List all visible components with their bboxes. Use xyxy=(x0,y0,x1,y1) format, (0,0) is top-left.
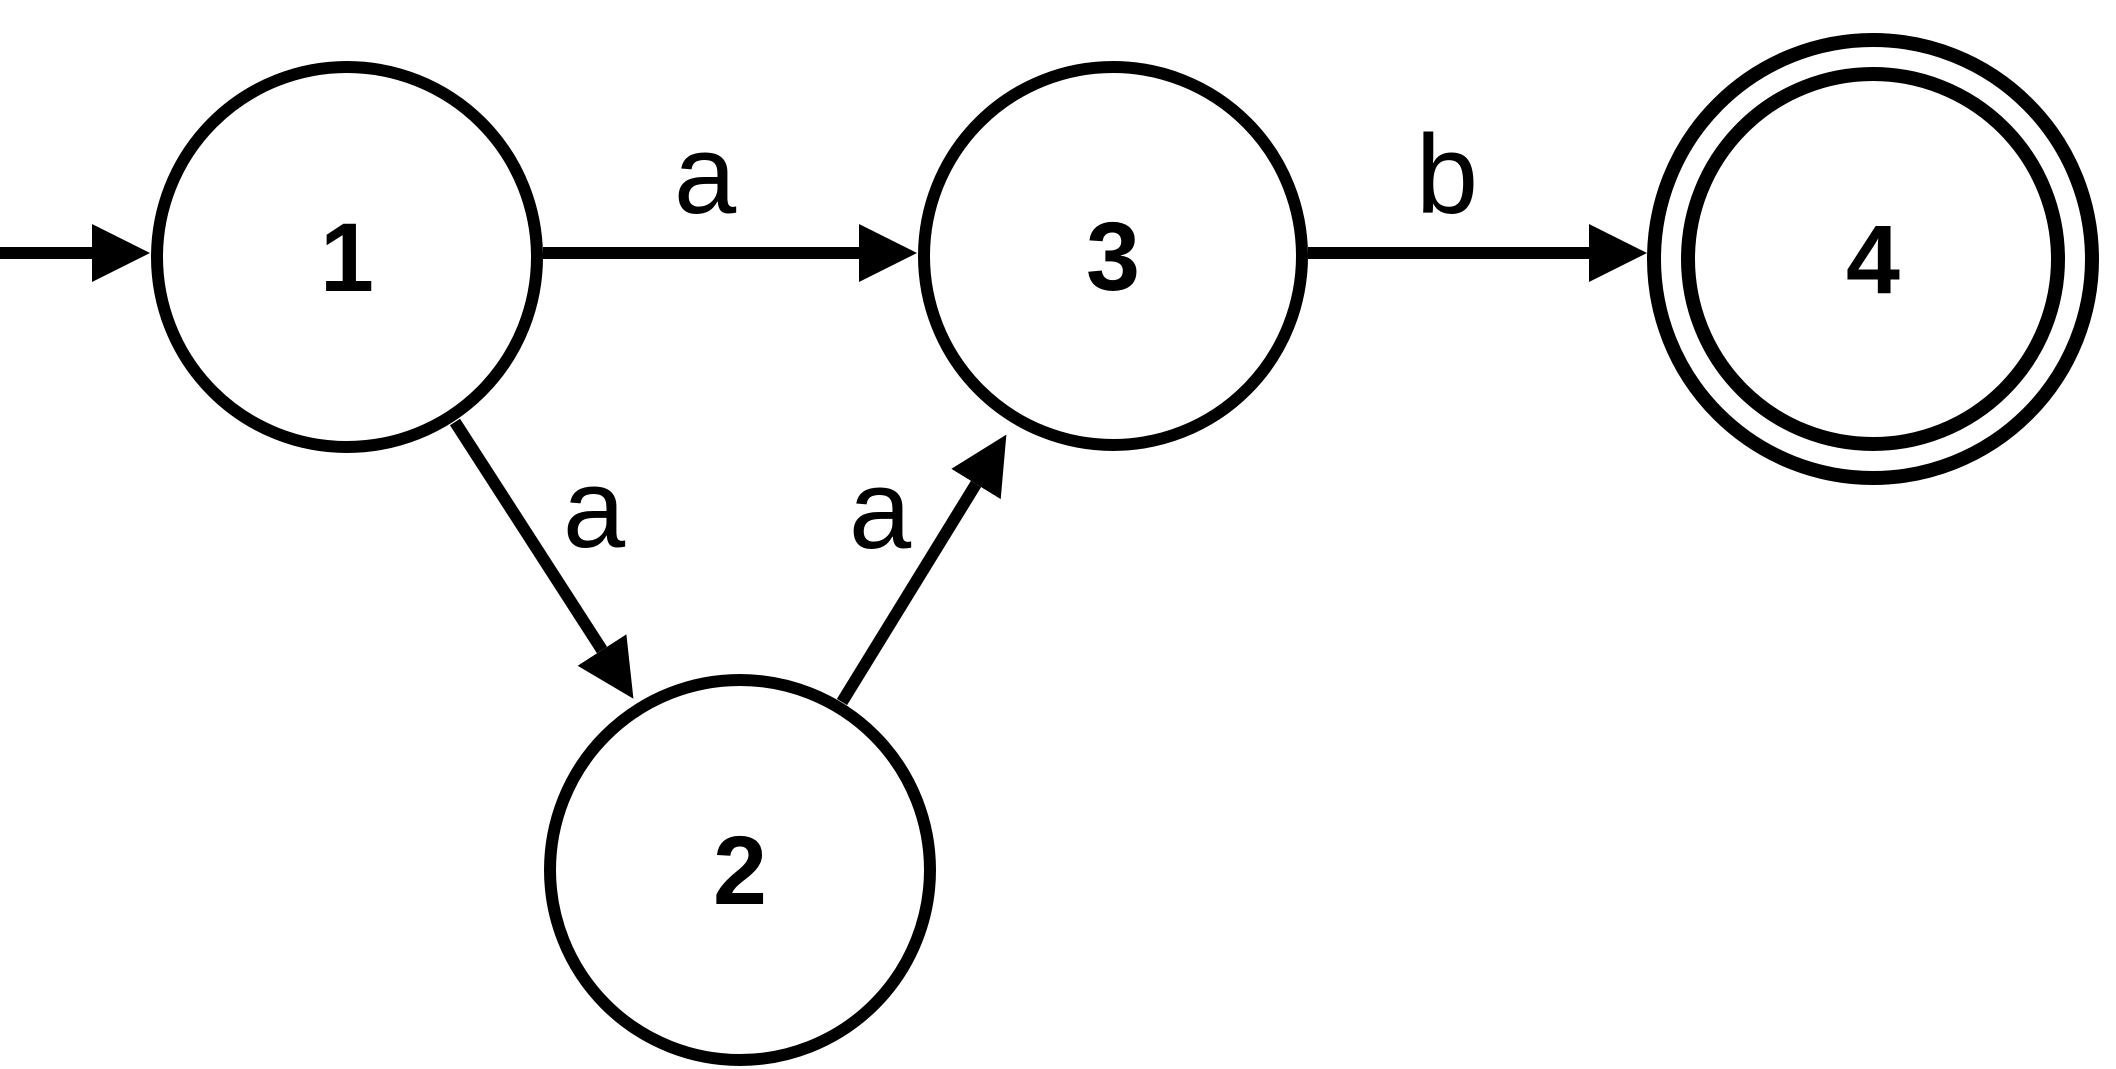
transition-1-3-label: a xyxy=(674,112,737,237)
transition-3-4: b xyxy=(1308,112,1647,282)
state-4-label: 4 xyxy=(1846,205,1900,314)
transition-1-2-arrow xyxy=(449,418,634,699)
state-3-label: 3 xyxy=(1086,202,1140,311)
state-3-circle xyxy=(918,61,1308,451)
transition-1-3: a xyxy=(543,112,917,282)
transition-1-2: a xyxy=(449,418,634,699)
state-2-circle xyxy=(544,674,936,1066)
state-1: 1 xyxy=(151,61,543,453)
state-2-label: 2 xyxy=(713,816,767,925)
transition-2-3-label: a xyxy=(849,447,912,572)
transition-2-3-arrow xyxy=(836,434,1007,706)
state-2: 2 xyxy=(544,674,936,1066)
state-4: 4 xyxy=(1647,33,2099,485)
state-1-circle xyxy=(151,61,543,453)
state-1-label: 1 xyxy=(320,203,374,312)
state-4-inner-circle xyxy=(1681,67,2065,451)
transition-2-3: a xyxy=(836,434,1007,706)
state-3: 3 xyxy=(918,61,1308,451)
transition-1-2-label: a xyxy=(563,446,626,571)
transition-3-4-label: b xyxy=(1416,112,1478,237)
